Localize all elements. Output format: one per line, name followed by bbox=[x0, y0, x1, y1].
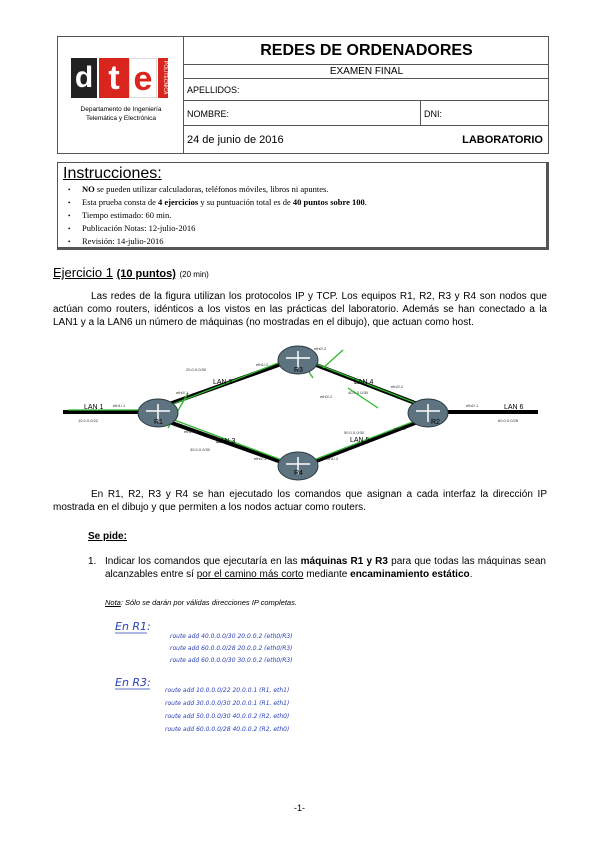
router-label-r4: R4 bbox=[294, 470, 303, 477]
instructions-title: Instrucciones: bbox=[63, 165, 162, 182]
handwritten-line: route add 10.0.0.0/22 20.0.0.1 (R1, eth1… bbox=[165, 687, 289, 694]
iface-label: eth2/.2 bbox=[391, 384, 404, 389]
lan-label-6: LAN 6 bbox=[504, 404, 524, 411]
exercise-time: (20 min) bbox=[179, 270, 209, 279]
exercise-intro: Las redes de la figura utilizan los prot… bbox=[53, 291, 547, 328]
question-text: . bbox=[469, 569, 473, 580]
page-number: -1- bbox=[294, 803, 305, 813]
lan-label-2: LAN 2 bbox=[213, 379, 233, 386]
logo-letter-d: d bbox=[71, 58, 97, 98]
date-row: 24 de junio de 2016 LABORATORIO bbox=[184, 126, 549, 154]
router-label-r3: R3 bbox=[294, 367, 303, 374]
instructions-box: Instrucciones: NO se pueden utilizar cal… bbox=[57, 162, 549, 250]
question-number: 1. bbox=[88, 556, 97, 567]
department-name: Departamento de Ingeniería Telemática y … bbox=[64, 105, 178, 123]
question-text: mediante bbox=[303, 569, 351, 580]
iface-label: eth2/.1 bbox=[466, 403, 479, 408]
router-label-r2: R2 bbox=[431, 419, 440, 426]
iface-label: eth1/.2 bbox=[256, 362, 269, 367]
router-r3-icon bbox=[277, 345, 319, 375]
logo-cell: d t e POLITÉCNICA Departamento de Ingeni… bbox=[58, 37, 184, 154]
exam-header: d t e POLITÉCNICA Departamento de Ingeni… bbox=[57, 36, 549, 154]
apellidos-row: APELLIDOS: bbox=[184, 79, 549, 101]
question-underline: por el camino más corto bbox=[196, 569, 304, 580]
lan3-link bbox=[157, 416, 299, 470]
net-label-3: 30.0.0.0/30 bbox=[190, 447, 211, 452]
iface-label: eth1/.1 bbox=[113, 403, 126, 408]
instruction-item: Esta prueba consta de 4 ejercicios y su … bbox=[68, 196, 367, 209]
department-line-2: Telemática y Electrónica bbox=[85, 115, 157, 122]
course-title-row: REDES DE ORDENADORES bbox=[184, 37, 549, 65]
apellidos-label: APELLIDOS: bbox=[187, 85, 240, 95]
exam-type-row: EXAMEN FINAL bbox=[184, 65, 549, 79]
net-label-6: 60.0.0.0/28 bbox=[498, 418, 519, 423]
handwritten-answer: En R1: route add 40.0.0.0/30 20.0.0.2 (e… bbox=[115, 620, 293, 733]
router-r4-icon bbox=[277, 451, 319, 481]
note-label: Nota bbox=[105, 598, 121, 607]
net-label-5: 50.0.0.0/30 bbox=[344, 430, 365, 435]
dte-logo: d t e POLITÉCNICA bbox=[71, 58, 171, 100]
iface-label: eth0/.2 bbox=[320, 394, 333, 399]
handwritten-line: route add 40.0.0.0/30 20.0.0.2 (eth0/R3) bbox=[170, 633, 293, 640]
exam-date: 24 de junio de 2016 bbox=[187, 134, 284, 146]
logo-letter-e: e bbox=[129, 58, 157, 98]
department-line-1: Departamento de Ingeniería bbox=[80, 106, 162, 113]
question-bold: máquinas R1 y R3 bbox=[300, 556, 388, 567]
iface-label: eth0/.1 bbox=[176, 390, 189, 395]
iface-label: eth0/.1 bbox=[254, 456, 267, 461]
net-label-2: 20.0.0.0/30 bbox=[186, 367, 207, 372]
router-label-r1: R1 bbox=[154, 419, 163, 426]
handwritten-line: route add 60.0.0.0/30 30.0.0.2 (eth0/R3) bbox=[170, 657, 293, 664]
router-r2-icon bbox=[407, 398, 449, 428]
nombre-label: NOMBRE: bbox=[187, 109, 230, 119]
section-label: LABORATORIO bbox=[462, 134, 543, 146]
exercise-points: (10 puntos) bbox=[116, 268, 176, 280]
router-r1-icon bbox=[137, 398, 179, 428]
exercise-heading: Ejercicio 1 (10 puntos) (20 min) bbox=[53, 265, 209, 280]
handwritten-line: route add 30.0.0.0/30 20.0.0.1 (R1, eth1… bbox=[165, 700, 289, 707]
instruction-item: NO se pueden utilizar calculadoras, telé… bbox=[68, 183, 367, 196]
network-diagram: R1 R2 R3 R4 LAN 1 LAN 2 LAN 3 LAN 4 LAN … bbox=[63, 345, 538, 481]
handwritten-r1-label: En R1: bbox=[115, 620, 151, 633]
lan-label-5: LAN 5 bbox=[350, 437, 370, 444]
iface-label: eth1/.2 bbox=[326, 456, 339, 461]
net-label-4: 40.0.0.0/30 bbox=[348, 390, 369, 395]
instruction-item: Tiempo estimado: 60 min. bbox=[68, 209, 367, 222]
logo-side-text: POLITÉCNICA bbox=[158, 58, 168, 98]
instruction-item: Revisión: 14-julio-2016 bbox=[68, 235, 367, 248]
iface-label: eth0/.2 bbox=[314, 346, 327, 351]
exercise-title: Ejercicio 1 bbox=[53, 265, 113, 280]
iface-label: eth2/.1 bbox=[184, 429, 197, 434]
instruction-item: Publicación Notas: 12-julio-2016 bbox=[68, 222, 367, 235]
question-text: para que todas las máquinas sean alcanza… bbox=[105, 556, 546, 580]
logo-letter-t: t bbox=[99, 58, 129, 98]
handwritten-line: route add 50.0.0.0/30 40.0.0.2 (R2, eth0… bbox=[165, 713, 289, 720]
lan-label-3: LAN 3 bbox=[216, 438, 236, 445]
exercise-second-paragraph: En R1, R2, R3 y R4 se han ejecutado los … bbox=[53, 489, 547, 513]
question-text: Indicar los comandos que ejecutaría en l… bbox=[105, 556, 301, 567]
handwritten-line: route add 60.0.0.0/28 20.0.0.2 (eth0/R3) bbox=[170, 645, 293, 652]
lan-label-4: LAN 4 bbox=[354, 379, 374, 386]
instructions-list: NO se pueden utilizar calculadoras, telé… bbox=[68, 183, 367, 248]
question-note: Nota: Sólo se darán por válidas direccio… bbox=[105, 598, 297, 607]
handwritten-r3-label: En R3: bbox=[115, 676, 151, 689]
iface-label: eth1/.2 bbox=[394, 426, 407, 431]
question-1: 1. Indicar los comandos que ejecutaría e… bbox=[88, 555, 546, 581]
nombre-row: NOMBRE: DNI: bbox=[184, 101, 549, 126]
note-text: : Sólo se darán por válidas direcciones … bbox=[120, 598, 297, 607]
lan5-link bbox=[297, 416, 429, 470]
net-label-1: 10.0.0.0/22 bbox=[78, 418, 99, 423]
lan-label-1: LAN 1 bbox=[84, 404, 104, 411]
question-bold: encaminamiento estático bbox=[350, 569, 470, 580]
dni-label: DNI: bbox=[424, 109, 442, 119]
handwritten-line: route add 60.0.0.0/28 40.0.0.2 (R2, eth0… bbox=[165, 726, 289, 733]
course-title: REDES DE ORDENADORES bbox=[260, 42, 473, 59]
exam-type: EXAMEN FINAL bbox=[329, 66, 404, 77]
se-pide-heading: Se pide: bbox=[88, 531, 127, 542]
